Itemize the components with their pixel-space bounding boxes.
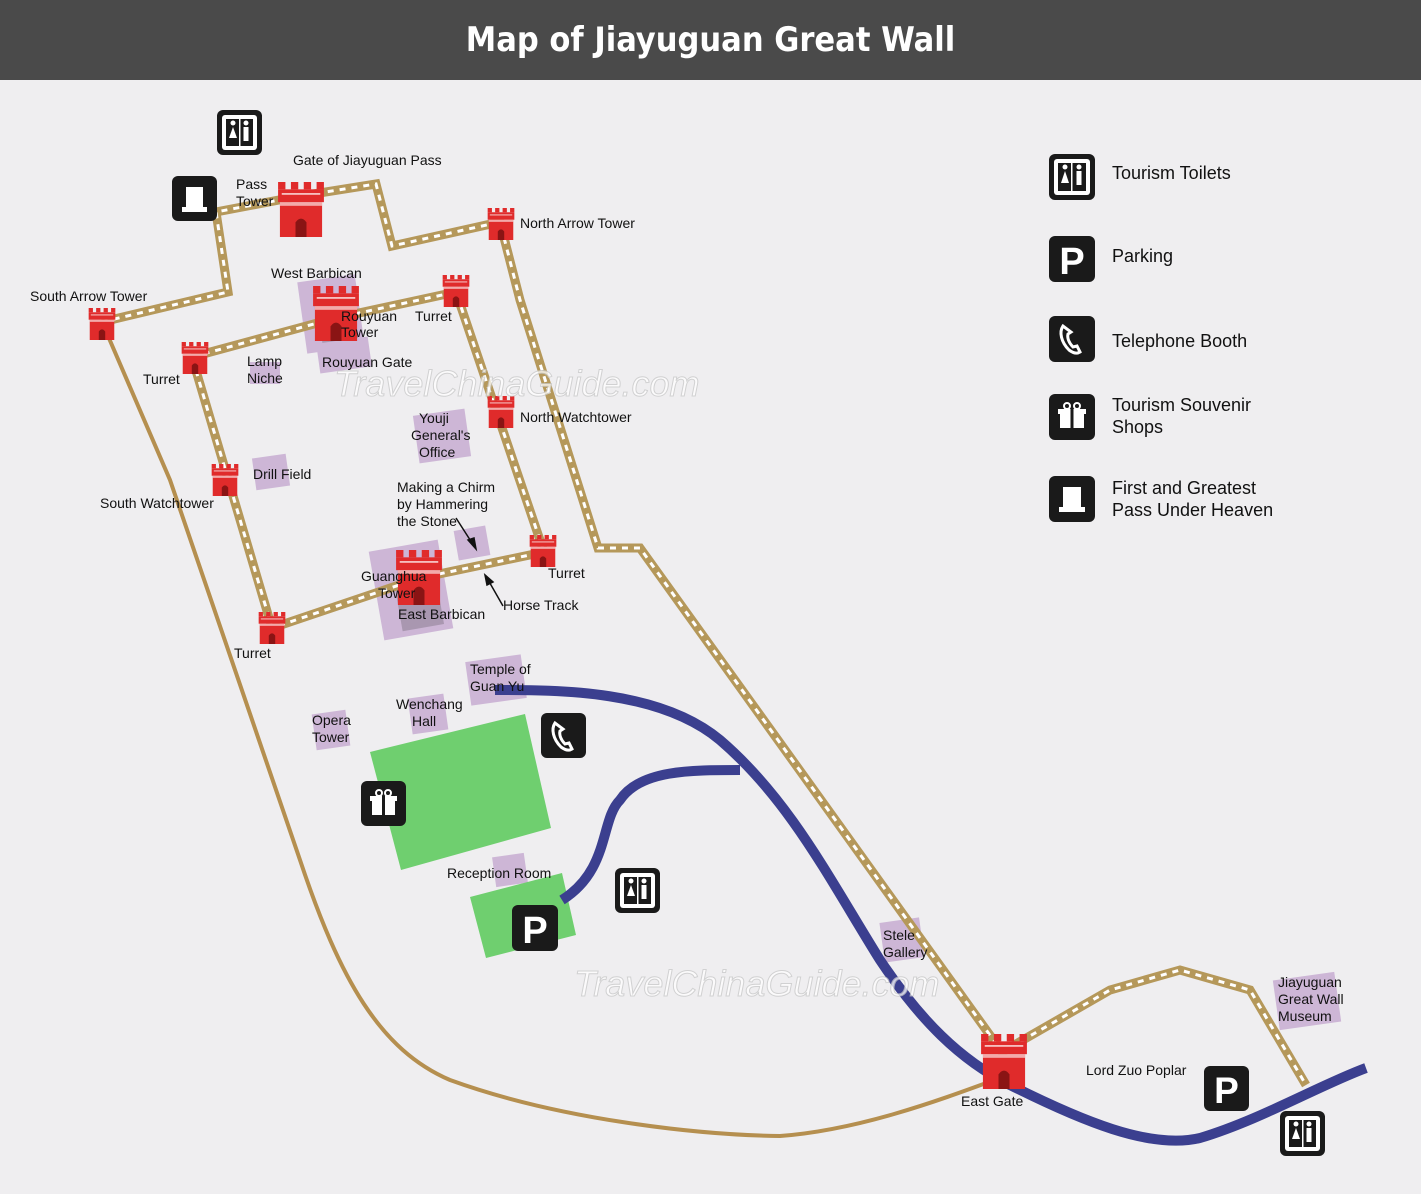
label-turret-w: Turret: [143, 371, 180, 387]
turret-w-icon: [181, 342, 209, 374]
label-rouyuan-gate: Rouyuan Gate: [322, 354, 412, 370]
label-youji-3: Office: [419, 444, 456, 460]
toilet-icon: [615, 868, 660, 913]
label-youji-2: General's: [411, 427, 470, 443]
label-stele-gallery: Stele: [883, 927, 915, 943]
label-rouyuan-tower-2: Tower: [341, 324, 379, 340]
label-north-arrow-tower: North Arrow Tower: [520, 215, 635, 231]
turret-nw-icon: [442, 275, 470, 307]
label-chirm-3: the Stone: [397, 513, 457, 529]
map-labels: Gate of Jiayuguan Pass Pass Tower North …: [30, 152, 1344, 1109]
legend-label-souvenir-2: Shops: [1112, 417, 1163, 437]
svg-text:P: P: [522, 910, 547, 952]
parking-icon: P: [1204, 1066, 1249, 1111]
legend-label-souvenir: Tourism Souvenir: [1112, 395, 1251, 415]
label-wenchang-2: Hall: [412, 713, 436, 729]
label-east-barbican: East Barbican: [398, 606, 485, 622]
south-arrow-tower-icon: [88, 308, 116, 340]
legend-item-first-pass: First and Greatest Pass Under Heaven: [1049, 476, 1273, 522]
pointer-arrows: [455, 517, 504, 607]
label-temple-2: Guan Yu: [470, 678, 524, 694]
south-watchtower-icon: [211, 464, 239, 496]
label-youji: Youji: [419, 410, 449, 426]
telephone-icon: [1049, 316, 1095, 362]
label-lamp-niche: Lamp: [247, 353, 282, 369]
label-east-gate: East Gate: [961, 1093, 1023, 1109]
turret-sw-icon: [258, 612, 286, 644]
legend-item-souvenir: Tourism Souvenir Shops: [1049, 394, 1251, 440]
watermark-bottom: TravelChinaGuide.com: [574, 963, 939, 1004]
label-opera-tower: Opera: [312, 712, 351, 728]
toilet-icon: [217, 110, 262, 155]
outer-path: [100, 321, 1001, 1139]
pass-tower-icon: [278, 182, 324, 237]
label-horse-track: Horse Track: [503, 597, 579, 613]
legend-label-first-pass-2: Pass Under Heaven: [1112, 500, 1273, 520]
label-wenchang: Wenchang: [396, 696, 463, 712]
parking-icon: P: [1049, 236, 1095, 283]
roads: [494, 685, 1368, 1146]
legend: Tourism Toilets P Parking Telephone Boot…: [1049, 154, 1273, 522]
first-pass-icon: [1049, 476, 1095, 522]
legend-item-telephone: Telephone Booth: [1049, 316, 1247, 362]
gift-icon: [1049, 394, 1095, 440]
area-patches: [250, 274, 1342, 1031]
label-south-arrow-tower: South Arrow Tower: [30, 288, 148, 304]
east-gate-tower-icon: [981, 1034, 1027, 1089]
header-bar: Map of Jiayuguan Great Wall: [0, 0, 1421, 80]
label-temple: Temple of: [470, 661, 531, 677]
label-drill-field: Drill Field: [253, 466, 311, 482]
label-turret-e: Turret: [548, 565, 585, 581]
label-turret-nw: Turret: [415, 308, 452, 324]
turret-e-icon: [529, 535, 557, 567]
label-chirm-2: by Hammering: [397, 496, 488, 512]
label-stele-gallery-2: Gallery: [883, 944, 927, 960]
toilet-icon: [1049, 154, 1095, 200]
svg-text:P: P: [1059, 241, 1084, 283]
north-arrow-tower-icon: [487, 208, 515, 240]
label-museum-2: Great Wall: [1278, 991, 1344, 1007]
label-opera-tower-2: Tower: [312, 729, 350, 745]
first-pass-icon: [172, 176, 217, 221]
label-south-watchtower: South Watchtower: [100, 495, 214, 511]
label-museum-3: Museum: [1278, 1008, 1332, 1024]
label-guanghua-tower: Guanghua: [361, 568, 427, 584]
map-icons: P P: [172, 110, 1325, 1156]
legend-label-parking: Parking: [1112, 246, 1173, 266]
label-turret-sw: Turret: [234, 645, 271, 661]
label-rouyuan-tower: Rouyuan: [341, 308, 397, 324]
telephone-icon: [541, 713, 586, 758]
svg-text:P: P: [1214, 1070, 1239, 1111]
label-pass-tower: Pass: [236, 176, 267, 192]
label-pass-tower-2: Tower: [236, 193, 274, 209]
parking-icon: P: [512, 905, 558, 952]
toilet-icon: [1280, 1111, 1325, 1156]
label-museum: Jiayuguan: [1278, 974, 1342, 990]
gift-icon: [361, 781, 406, 826]
legend-label-first-pass: First and Greatest: [1112, 478, 1256, 498]
label-guanghua-tower-2: Tower: [378, 585, 416, 601]
legend-label-toilets: Tourism Toilets: [1112, 163, 1231, 183]
label-chirm: Making a Chirm: [397, 479, 495, 495]
legend-item-parking: P Parking: [1049, 236, 1173, 283]
label-west-barbican: West Barbican: [271, 265, 362, 281]
map-title: Map of Jiayuguan Great Wall: [465, 20, 956, 60]
legend-item-toilets: Tourism Toilets: [1049, 154, 1231, 200]
legend-label-telephone: Telephone Booth: [1112, 331, 1247, 351]
label-north-watchtower: North Watchtower: [520, 409, 632, 425]
watermark-top: TravelChinaGuide.com: [334, 363, 699, 404]
label-gate-of-pass: Gate of Jiayuguan Pass: [293, 152, 442, 168]
label-lord-zuo-poplar: Lord Zuo Poplar: [1086, 1062, 1187, 1078]
label-lamp-niche-2: Niche: [247, 370, 283, 386]
label-reception-room: Reception Room: [447, 865, 551, 881]
